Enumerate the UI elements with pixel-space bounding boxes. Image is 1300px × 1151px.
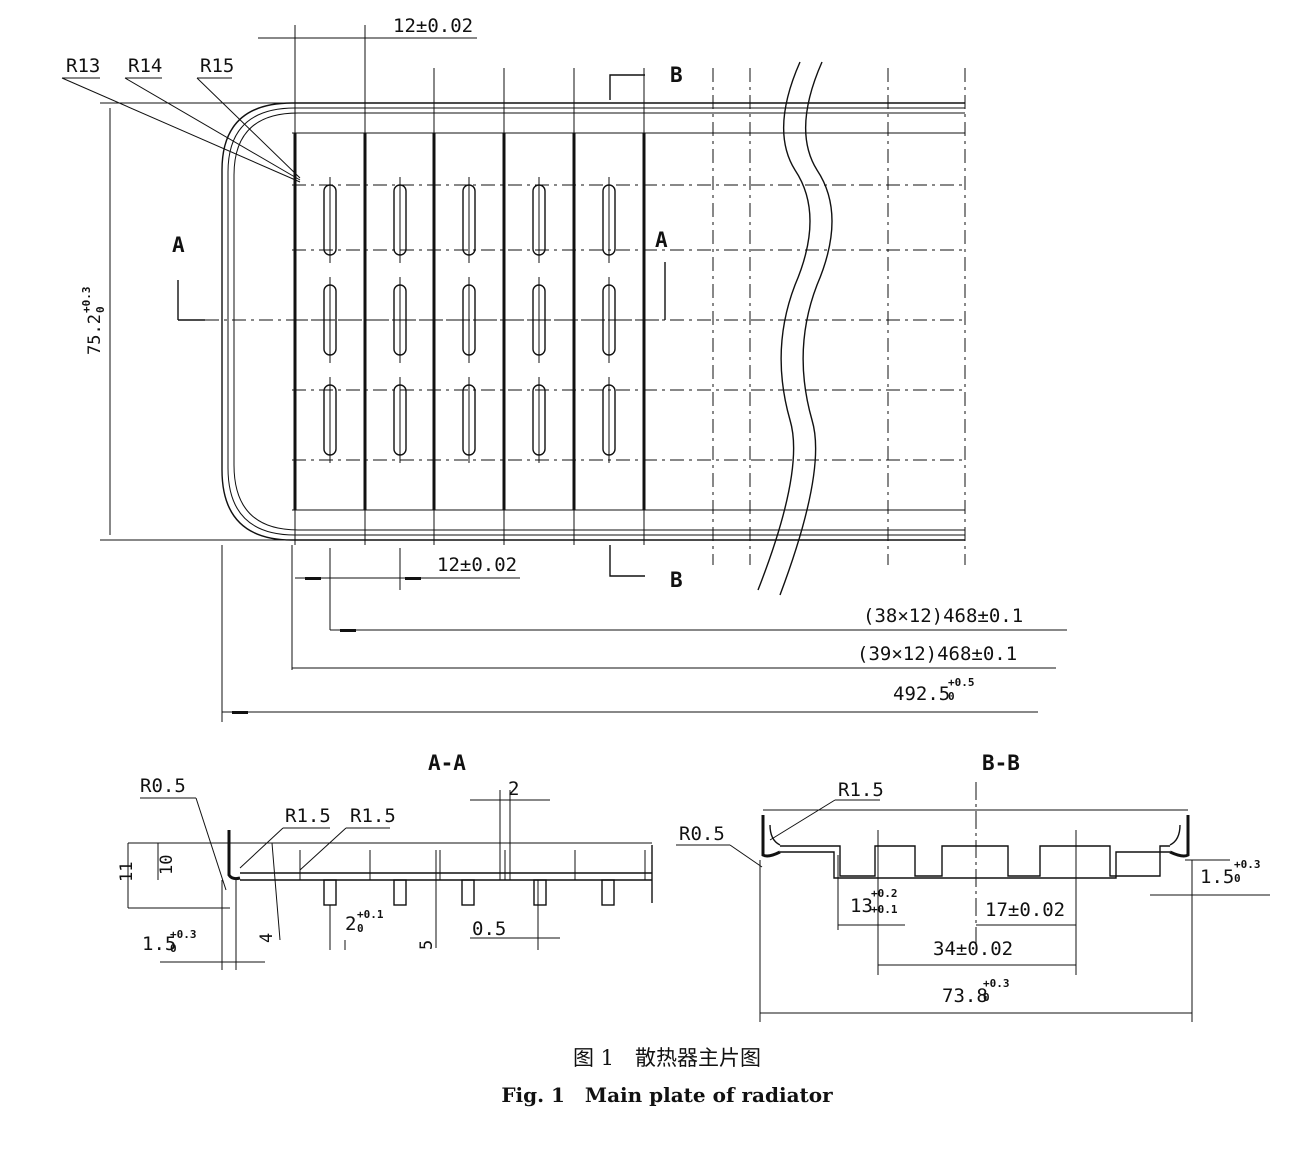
bb-label-13-tol-up: +0.2	[871, 887, 898, 900]
aa-label-5: 5	[417, 940, 437, 950]
aa-label-05: 0.5	[472, 918, 506, 940]
bb-label-13-tol-low: +0.1	[871, 903, 898, 916]
section-a-marker-left: A	[172, 233, 205, 321]
aa-label-15: 1.5	[142, 933, 176, 955]
aa-label-4: 4	[257, 933, 277, 943]
aa-label-r15a: R1.5	[285, 805, 331, 827]
section-b-letter-top: B	[670, 63, 683, 87]
aa-dim-4: 4	[257, 933, 277, 943]
aa-rib	[461, 879, 475, 906]
main-plate-plan-view	[221, 61, 965, 596]
aa-label-15-tol: +0.3	[170, 928, 197, 941]
label-r14: R14	[128, 55, 162, 77]
section-b-marker-top: B	[609, 63, 683, 100]
aa-rib	[393, 879, 407, 906]
aa-dim-10: 10	[157, 855, 177, 875]
label-height: 75.2	[85, 314, 105, 355]
label-r13: R13	[66, 55, 100, 77]
bb-flange-right	[1169, 815, 1190, 858]
caption-zh: 图 1 散热器主片图	[573, 1046, 761, 1070]
break-line-right	[779, 61, 833, 596]
section-b-marker-bottom: B	[609, 545, 683, 592]
bb-label-738-tol-low: 0	[983, 991, 990, 1004]
aa-label-10: 10	[157, 855, 177, 875]
bb-label-15-tol: +0.3	[1234, 858, 1261, 871]
aa-ribs	[299, 850, 646, 906]
bb-label-738-tol: +0.3	[983, 977, 1010, 990]
radius-leaders	[61, 77, 301, 183]
bb-label-738: 73.8	[942, 985, 988, 1007]
aa-flange	[227, 830, 241, 881]
bb-label-r05: R0.5	[679, 823, 725, 845]
aa-label-2-top: 2	[508, 778, 519, 800]
label-pitch-bottom: 12±0.02	[437, 554, 517, 576]
break-line-left	[757, 61, 811, 591]
aa-label-2: 2	[345, 913, 356, 935]
plate-outline-inner	[233, 112, 965, 531]
section-a-letter-left: A	[172, 233, 185, 257]
aa-rib	[323, 879, 337, 906]
label-r15: R15	[200, 55, 234, 77]
label-height-tol-low: 0	[94, 306, 107, 313]
aa-rib	[533, 879, 547, 906]
section-a-a: A-A	[127, 751, 653, 970]
bb-profile-bottom	[780, 851, 1170, 879]
bb-label-15-tol-low: 0	[1234, 872, 1241, 885]
bb-label-15: 1.5	[1200, 866, 1234, 888]
section-b-letter-bottom: B	[670, 568, 683, 592]
aa-label-r05: R0.5	[140, 775, 186, 797]
aa-dim-11: 11	[117, 862, 137, 882]
dim-arrowheads	[232, 577, 421, 714]
label-chain-38: (38×12)468±0.1	[863, 605, 1023, 627]
aa-label-2-tol-low: 0	[357, 922, 364, 935]
bb-profile-top	[780, 845, 1170, 877]
aa-label-11: 11	[117, 862, 137, 882]
plate-outline-outer	[221, 102, 965, 541]
bb-label-17: 17±0.02	[985, 899, 1065, 921]
label-overall-tol: +0.5	[948, 676, 975, 689]
bb-label-r15: R1.5	[838, 779, 884, 801]
aa-dim-5: 5	[417, 940, 437, 950]
label-overall: 492.5	[893, 683, 950, 705]
aa-label-2-tol: +0.1	[357, 908, 384, 921]
plate-repeated-features	[292, 68, 966, 565]
plate-outline-mid	[227, 107, 965, 536]
height-dim-label: 75.2 +0.3 0	[80, 287, 107, 356]
label-pitch-top: 12±0.02	[393, 15, 473, 37]
section-bb-title: B-B	[982, 751, 1020, 775]
label-chain-39: (39×12)468±0.1	[857, 643, 1017, 665]
caption-en: Fig. 1 Main plate of radiator	[501, 1083, 833, 1107]
section-a-marker-right: A	[655, 228, 668, 320]
bb-fillets	[769, 824, 1181, 846]
aa-label-15-tol-low: 0	[170, 942, 177, 955]
section-a-letter-right: A	[655, 228, 668, 252]
section-aa-title: A-A	[428, 751, 466, 775]
aa-label-r15b: R1.5	[350, 805, 396, 827]
bb-flange-left	[761, 815, 781, 858]
label-height-tol: +0.3	[80, 287, 93, 314]
aa-rib	[601, 879, 615, 906]
bb-label-13: 13	[850, 895, 873, 917]
bb-label-34: 34±0.02	[933, 938, 1013, 960]
section-b-b: B-B	[676, 751, 1270, 1022]
label-overall-tol-low: 0	[948, 690, 955, 703]
